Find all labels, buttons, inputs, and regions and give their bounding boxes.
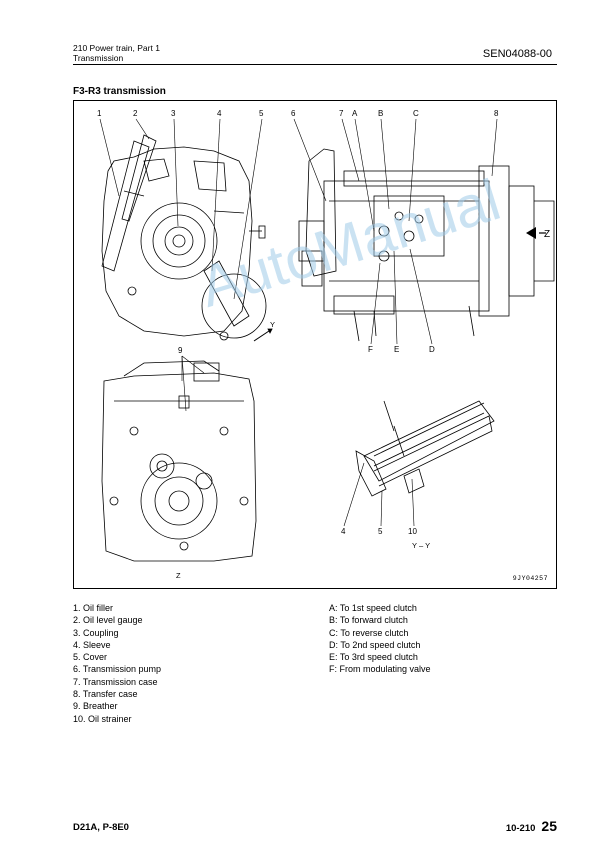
- legend-item: 8. Transfer case: [73, 689, 138, 700]
- callout-E: E: [394, 345, 400, 354]
- legend-item: B: To forward clutch: [329, 615, 408, 626]
- callout-B: B: [378, 109, 384, 118]
- arrow-z-label: Z: [544, 229, 551, 240]
- legend-item: D: To 2nd speed clutch: [329, 639, 421, 650]
- leader-lines: [99, 118, 498, 527]
- front-view-z-drawing: [101, 360, 257, 562]
- figure-code: 9JY04257: [512, 575, 548, 582]
- legend-item: 5. Cover: [73, 652, 108, 663]
- legend-item: A: To 1st speed clutch: [329, 603, 417, 613]
- header-subsection: Transmission: [73, 53, 124, 63]
- rear-view-drawing: [101, 134, 273, 342]
- view-yy-label: Y – Y: [412, 541, 431, 550]
- callout-A: A: [352, 109, 358, 118]
- footer-page: 10-210 25: [506, 818, 557, 834]
- callout-F: F: [368, 345, 373, 354]
- callout-yy-5: 5: [378, 527, 383, 536]
- legend-item: 1. Oil filler: [73, 603, 114, 613]
- section-title: F3-R3 transmission: [73, 86, 166, 97]
- callout-2: 2: [133, 109, 138, 118]
- callout-4: 4: [217, 109, 222, 118]
- legend-item: 6. Transmission pump: [73, 664, 162, 675]
- doc-code: SEN04088-00: [482, 48, 552, 60]
- footer-model: D21A, P-8E0: [73, 822, 129, 833]
- section-yy-drawing: [355, 400, 495, 497]
- callout-yy-4: 4: [341, 527, 346, 536]
- callout-D: D: [429, 345, 435, 354]
- legend-item: 10. Oil strainer: [73, 713, 132, 724]
- header-section: 210 Power train, Part 1: [73, 43, 160, 53]
- legend-item: F: From modulating valve: [329, 664, 431, 675]
- legend-item: 2. Oil level gauge: [73, 615, 143, 626]
- callout-yy-10: 10: [408, 527, 417, 536]
- callout-C: C: [413, 109, 419, 118]
- callout-7: 7: [339, 109, 344, 118]
- callout-5: 5: [259, 109, 264, 118]
- parts-legend: 1. Oil filler 2. Oil level gauge 3. Coup…: [73, 602, 161, 725]
- callout-8: 8: [494, 109, 499, 118]
- legend-item: E: To 3rd speed clutch: [329, 652, 418, 663]
- ports-legend: A: To 1st speed clutch B: To forward clu…: [329, 602, 431, 676]
- callout-6: 6: [291, 109, 296, 118]
- side-view-drawing: [298, 148, 555, 342]
- header-rule: [73, 64, 557, 65]
- footer-section-code: 10-210: [505, 823, 536, 834]
- legend-item: C: To reverse clutch: [329, 627, 409, 638]
- legend-item: 3. Coupling: [73, 627, 119, 638]
- transmission-drawing: [99, 118, 555, 562]
- legend-item: 9. Breather: [73, 701, 118, 712]
- arrow-y-label: Y: [270, 320, 276, 329]
- callout-3: 3: [171, 109, 176, 118]
- view-z-label: Z: [176, 571, 181, 580]
- page-number: 25: [541, 818, 557, 834]
- legend-item: 7. Transmission case: [73, 676, 158, 687]
- callout-1: 1: [97, 109, 102, 118]
- transmission-figure: 1 2 3 4 5 6 7 A B C 8 F E D 9 4 5 10 Z Y…: [73, 100, 557, 589]
- callout-9: 9: [178, 346, 183, 355]
- legend-item: 4. Sleeve: [73, 639, 111, 650]
- page-header-left: 210 Power train, Part 1 Transmission: [73, 43, 160, 63]
